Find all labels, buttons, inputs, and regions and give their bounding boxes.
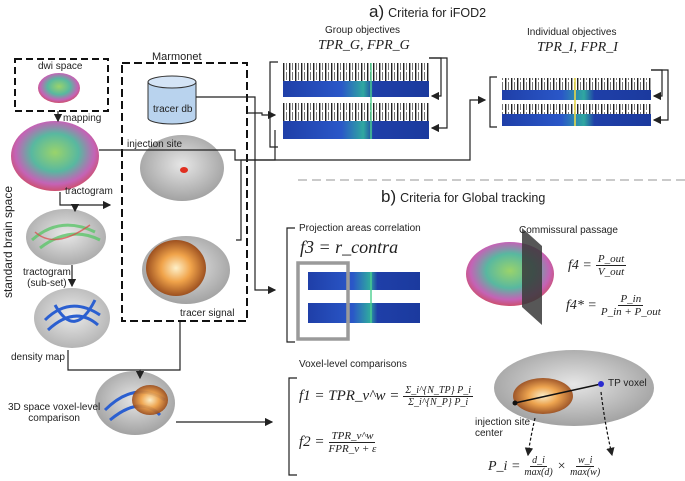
section-a-title: Criteria for iFOD2 bbox=[388, 6, 487, 20]
injection-center-line1: injection site bbox=[475, 417, 531, 428]
commissural-brain-image bbox=[466, 228, 554, 325]
tractogram-subset-label: tractogram (sub-set) bbox=[23, 267, 71, 289]
projection-heatmap bbox=[296, 261, 420, 341]
f2-formula: f2 = TPR_v^w FPR_v + ε bbox=[299, 430, 376, 455]
dwi-space-label: dwi space bbox=[38, 61, 83, 72]
group-heatmap bbox=[283, 63, 429, 139]
pi-formula: P_i = d_i max(d) × w_i max(w) bbox=[488, 455, 600, 478]
f4-numerator: P_out bbox=[595, 253, 627, 266]
comparison-line2: comparison bbox=[28, 413, 80, 424]
tractogram-brain-image bbox=[11, 121, 99, 191]
marmonet-title: Marmonet bbox=[152, 51, 202, 63]
group-objectives-formula: TPR_G, FPR_G bbox=[318, 38, 410, 53]
dwi-brain-image bbox=[38, 73, 80, 103]
commissural-title: Commissural passage bbox=[519, 225, 618, 236]
tractogram-subset-line2: (sub-set) bbox=[27, 278, 67, 289]
tractogram-subset-line1: tractogram bbox=[23, 267, 71, 278]
individual-heatmap bbox=[502, 78, 651, 126]
density-map-label: density map bbox=[11, 352, 65, 363]
f4-star-numerator: P_in bbox=[618, 293, 644, 306]
tracer-signal-label: tracer signal bbox=[180, 308, 235, 319]
injection-center-line2: center bbox=[475, 428, 503, 439]
tracer-db-icon bbox=[147, 75, 197, 125]
injection-center-label: injection site center bbox=[475, 417, 530, 439]
section-b-heading: b)Criteria for Global tracking bbox=[381, 187, 545, 207]
f4-star-denominator: P_in + P_out bbox=[600, 306, 661, 318]
standard-brain-space-label: standard brain space bbox=[1, 185, 15, 299]
f4-denominator: V_out bbox=[597, 266, 625, 278]
f4-star-formula: f4* = P_in P_in + P_out bbox=[566, 293, 661, 318]
section-b-letter: b) bbox=[381, 187, 397, 206]
injection-panel-brain-image bbox=[494, 350, 654, 457]
section-a-letter: a) bbox=[369, 2, 385, 21]
projection-corr-title: Projection areas correlation bbox=[299, 223, 421, 234]
pi-a-numerator: d_i bbox=[530, 455, 547, 467]
f2-lhs: f2 = bbox=[299, 434, 325, 450]
tracer-db-label: tracer db bbox=[153, 104, 193, 115]
comparison-label: 3D space voxel-level comparison bbox=[8, 402, 100, 424]
tp-voxel-label: TP voxel bbox=[608, 378, 647, 389]
f2-denominator: FPR_v + ε bbox=[328, 443, 377, 455]
f4-formula: f4 = P_out V_out bbox=[568, 253, 627, 278]
group-objectives-title: Group objectives bbox=[325, 25, 401, 36]
section-b-title: Criteria for Global tracking bbox=[400, 191, 546, 205]
voxel-level-title: Voxel-level comparisons bbox=[299, 359, 407, 370]
individual-objectives-formula: TPR_I, FPR_I bbox=[537, 40, 618, 55]
f1-denominator: Σ_i^{N_P} P_i bbox=[408, 397, 469, 408]
comparison-line1: 3D space voxel-level bbox=[8, 402, 101, 413]
f4-lhs: f4 = bbox=[568, 257, 592, 273]
projection-corr-formula: f3 = r_contra bbox=[300, 237, 399, 257]
f4-star-lhs: f4* = bbox=[566, 297, 597, 313]
tractogram-label: tractogram bbox=[65, 186, 113, 197]
pi-b-denominator: max(w) bbox=[570, 467, 601, 478]
f2-numerator: TPR_v^w bbox=[329, 430, 376, 443]
marmonet-box bbox=[121, 62, 248, 322]
pi-a-denominator: max(d) bbox=[524, 467, 553, 478]
f1-numerator: Σ_i^{N_TP} P_i bbox=[403, 385, 473, 397]
f1-lhs: f1 = TPR_v^w = bbox=[299, 388, 400, 404]
individual-objectives-title: Individual objectives bbox=[527, 27, 617, 38]
injection-site-label: injection site bbox=[127, 139, 183, 150]
pi-lhs: P_i = bbox=[488, 458, 521, 474]
section-a-heading: a)Criteria for iFOD2 bbox=[369, 2, 486, 22]
pi-times: × bbox=[556, 458, 567, 474]
pi-b-numerator: w_i bbox=[575, 455, 595, 467]
f1-formula: f1 = TPR_v^w = Σ_i^{N_TP} P_i Σ_i^{N_P} … bbox=[299, 385, 473, 408]
mapping-label: mapping bbox=[63, 113, 102, 124]
dwi-space-box bbox=[14, 58, 109, 112]
